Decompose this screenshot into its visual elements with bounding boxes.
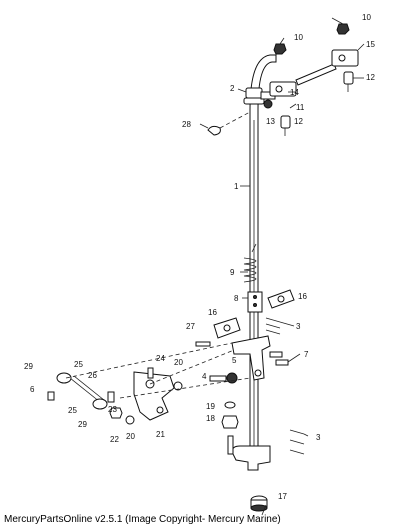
link-block-left-part bbox=[213, 317, 241, 339]
callout-6: 6 bbox=[30, 385, 35, 394]
callout-29-bottom: 29 bbox=[78, 420, 87, 429]
callout-20-right: 20 bbox=[174, 358, 183, 367]
screw-part bbox=[209, 372, 238, 384]
callout-7: 7 bbox=[304, 350, 309, 359]
callout-29-top: 29 bbox=[24, 362, 33, 371]
assembly-lines bbox=[65, 111, 251, 399]
collar-lower-part bbox=[247, 291, 263, 313]
bushing-part bbox=[250, 495, 268, 512]
callout-21: 21 bbox=[156, 430, 165, 439]
shift-lever-part bbox=[231, 335, 271, 381]
pins-upper-part bbox=[265, 317, 281, 335]
callout-22: 22 bbox=[110, 435, 119, 444]
fasteners-part bbox=[221, 401, 239, 455]
callout-16-upper: 16 bbox=[298, 292, 307, 301]
callout-2: 2 bbox=[230, 84, 235, 93]
callout-23: 23 bbox=[108, 405, 117, 414]
callout-8: 8 bbox=[234, 294, 239, 303]
callout-labels: 1 2 3 3 4 5 6 7 8 9 10 10 11 12 12 13 14… bbox=[24, 13, 375, 501]
callout-17: 17 bbox=[278, 492, 287, 501]
callout-10-right: 10 bbox=[362, 13, 371, 22]
callout-28: 28 bbox=[182, 120, 191, 129]
callout-14: 14 bbox=[290, 88, 299, 97]
bellcrank-part bbox=[133, 371, 175, 421]
callout-4: 4 bbox=[202, 372, 207, 381]
callout-11: 11 bbox=[296, 103, 305, 112]
callout-9: 9 bbox=[230, 268, 235, 277]
copyright-footer: MercuryPartsOnline v2.5.1 (Image Copyrig… bbox=[4, 514, 281, 525]
bottom-coupler-part bbox=[231, 445, 271, 471]
callout-18: 18 bbox=[206, 414, 215, 423]
callout-13: 13 bbox=[266, 117, 275, 126]
bolt-27-part bbox=[195, 341, 211, 347]
leader-lines bbox=[199, 17, 365, 516]
callout-25-bottom: 25 bbox=[68, 406, 77, 415]
link-block-upper-part bbox=[267, 289, 295, 309]
callout-1: 1 bbox=[234, 182, 239, 191]
collar-part bbox=[243, 87, 276, 105]
callout-16-left: 16 bbox=[208, 308, 217, 317]
pins-lower-part bbox=[289, 429, 305, 455]
callout-20-left: 20 bbox=[126, 432, 135, 441]
callout-24: 24 bbox=[156, 354, 165, 363]
callout-19: 19 bbox=[206, 402, 215, 411]
callout-12-right: 12 bbox=[366, 73, 375, 82]
callout-10-left: 10 bbox=[294, 33, 303, 42]
clip-part bbox=[207, 125, 221, 136]
callout-5: 5 bbox=[232, 356, 237, 365]
callout-3-upper: 3 bbox=[296, 322, 301, 331]
callout-15: 15 bbox=[366, 40, 375, 49]
top-linkage-part bbox=[263, 23, 359, 136]
callout-3-lower: 3 bbox=[316, 433, 321, 442]
washers-part bbox=[125, 367, 183, 425]
spring-part bbox=[243, 243, 257, 283]
callout-12-left: 12 bbox=[294, 117, 303, 126]
callout-26: 26 bbox=[88, 371, 97, 380]
callout-25-top: 25 bbox=[74, 360, 83, 369]
bolts-part bbox=[269, 351, 289, 366]
callout-27: 27 bbox=[186, 322, 195, 331]
link-rod-part bbox=[47, 372, 123, 419]
